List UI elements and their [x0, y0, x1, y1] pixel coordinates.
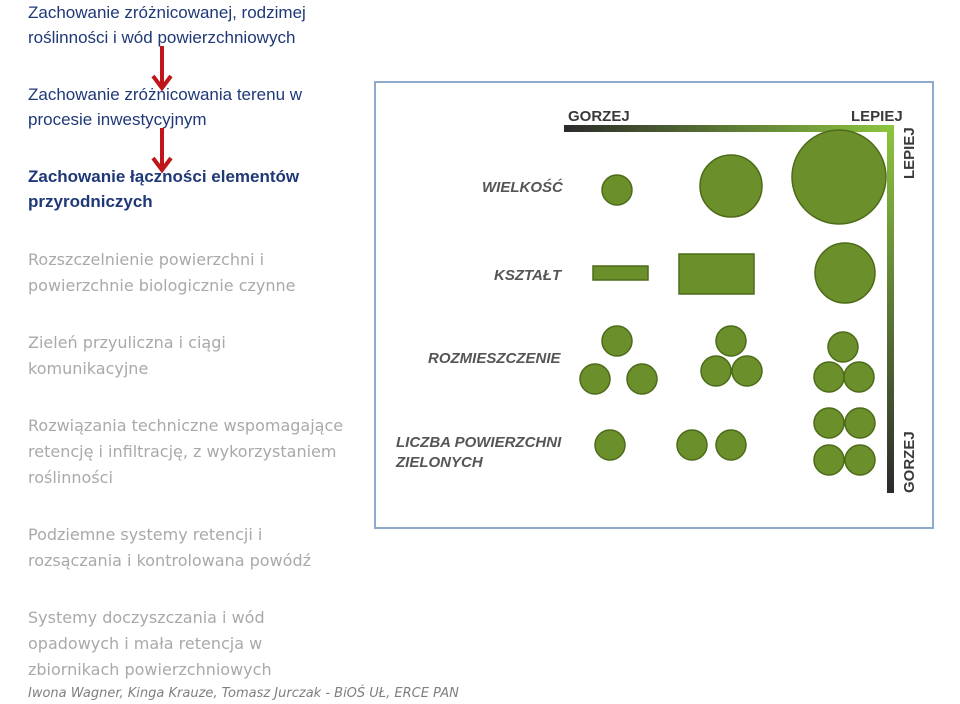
green-patch-small: [601, 174, 633, 206]
green-patch-compact: [814, 242, 876, 304]
list-item-unsealing: Rozszczelnienie powierzchni i powierzchn…: [28, 250, 296, 295]
green-patch-rectangle: [678, 253, 755, 295]
top-scale-bar: [564, 125, 894, 132]
green-patch-count-4: [813, 444, 845, 476]
green-patch-grouped: [731, 355, 763, 387]
green-patch-count-2: [715, 429, 747, 461]
green-patch-scattered: [601, 325, 633, 357]
green-patch-clustered: [827, 331, 859, 363]
green-patch-clustered: [843, 361, 875, 393]
down-arrow-icon: [151, 46, 173, 92]
row-label-distribution: ROZMIESZCZENIE: [428, 350, 561, 367]
row-label-count-line2: ZIELONYCH: [395, 454, 484, 471]
green-patch-count-4: [813, 407, 845, 439]
green-patch-grouped: [715, 325, 747, 357]
green-patch-count-4: [844, 407, 876, 439]
right-scale-bar: [887, 125, 894, 493]
list-item-street-greenery: Zieleń przyuliczna i ciągi komunikacyjne: [28, 333, 226, 378]
green-patch-strip: [592, 265, 649, 281]
green-patch-clustered: [813, 361, 845, 393]
green-patch-count-4: [844, 444, 876, 476]
list-item-stormwater-treatment: Systemy doczyszczania i wód opadowych i …: [28, 608, 272, 679]
right-top-scale-label: LEPIEJ: [901, 127, 918, 179]
list-item-connectivity: Zachowanie łączności elementów przyrodni…: [28, 167, 300, 211]
top-left-scale-label: GORZEJ: [568, 108, 630, 125]
connectivity-diagram: GORZEJ LEPIEJ LEPIEJ GORZEJ WIELKOŚĆ KSZ…: [374, 81, 934, 529]
green-patch-count-1: [594, 429, 626, 461]
author-footer: Iwona Wagner, Kinga Krauze, Tomasz Jurcz…: [28, 686, 459, 701]
green-patch-grouped: [700, 355, 732, 387]
top-right-scale-label: LEPIEJ: [851, 108, 903, 125]
green-patch-large: [791, 129, 887, 225]
list-item-vegetation: Zachowanie zróżnicowanej, rodzimej rośli…: [28, 3, 306, 47]
list-item-terrain: Zachowanie zróżnicowania terenu w proces…: [28, 85, 303, 129]
row-label-count-line1: LICZBA POWIERZCHNI: [396, 434, 562, 451]
list-item-technical-solutions: Rozwiązania techniczne wspomagające rete…: [28, 416, 344, 487]
green-patch-count-2: [676, 429, 708, 461]
green-patch-medium: [699, 154, 763, 218]
green-patch-scattered: [579, 363, 611, 395]
list-item-underground-retention: Podziemne systemy retencji i rozsączania…: [28, 525, 312, 570]
down-arrow-icon: [151, 128, 173, 174]
right-bottom-scale-label: GORZEJ: [901, 431, 918, 493]
row-label-shape: KSZTAŁT: [494, 267, 563, 284]
row-label-size: WIELKOŚĆ: [482, 178, 564, 196]
green-patch-scattered: [626, 363, 658, 395]
